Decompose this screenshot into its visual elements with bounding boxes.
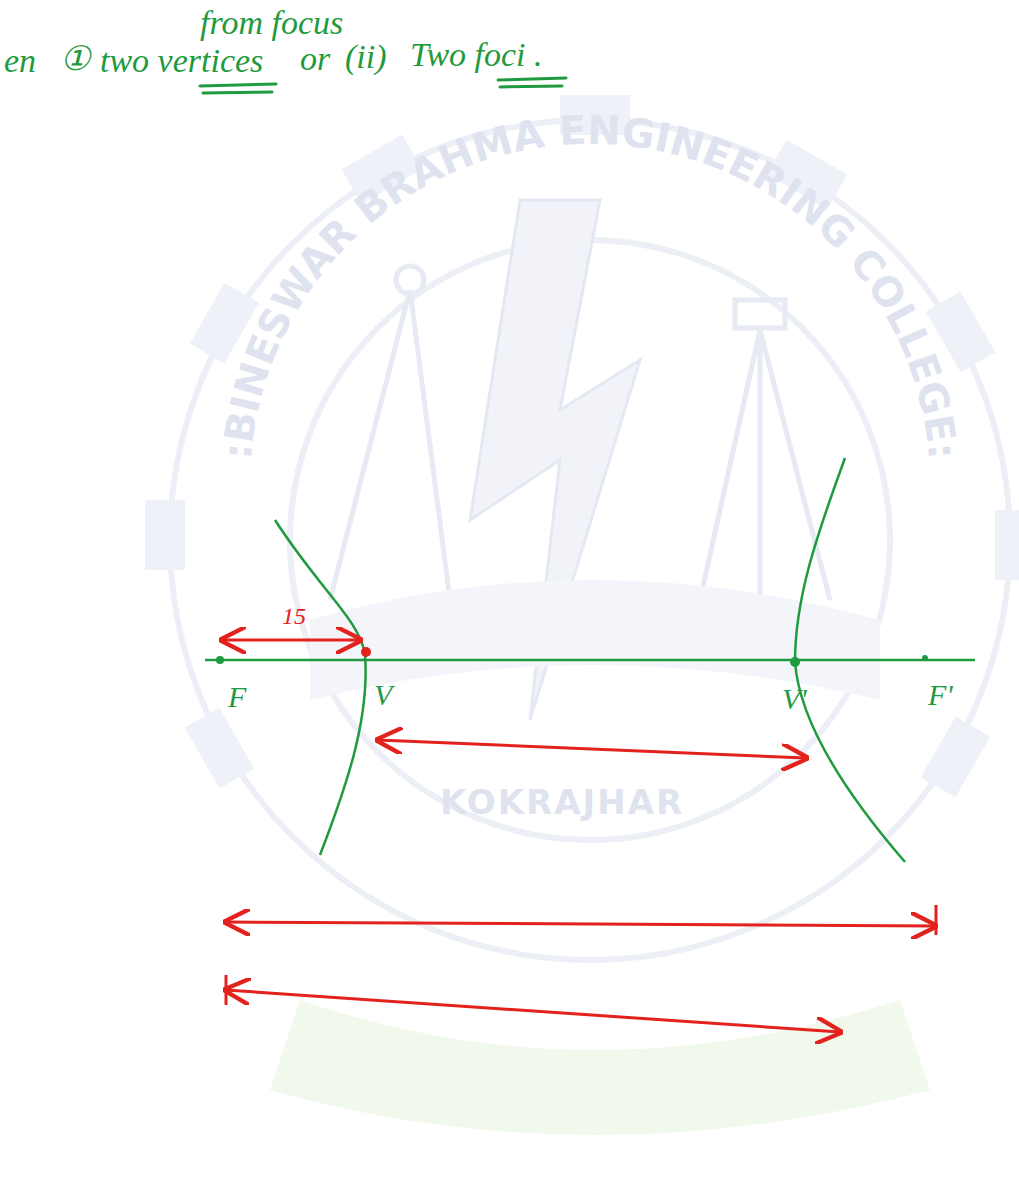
heading-underlines [200,78,566,93]
dimension-arrows [222,640,936,1032]
heading-note: Two foci . [410,38,543,72]
watermark-text: :BINESWAR BRAHMA ENGINEERING COLLEGE: [214,107,966,462]
logo-gear-teeth [145,95,1019,797]
heading-note: two vertices [100,44,263,78]
vertex-mark [361,647,371,657]
hyperbola-right-branch [795,458,905,862]
heading-note: en [4,44,36,78]
point-label: V' [782,684,807,714]
heading-note: or [300,42,330,76]
logo-banner [270,1000,930,1135]
heading-note: from focus [200,6,343,40]
transverse-axis [205,659,975,662]
hyperbola-left-branch [275,520,366,855]
logo-book [310,580,880,700]
point-label: F' [928,680,953,710]
logo-tripod [700,300,830,600]
axis-points [216,655,928,667]
logo-gear [170,120,1010,960]
list-marker: ① [60,42,90,76]
watermark-text: KOKRAJHAR [440,785,684,819]
logo-compass [330,266,450,600]
dimension-value: 15 [282,604,306,628]
point-label: F [228,682,246,712]
list-marker: (ii) [345,40,387,74]
point-label: V [374,680,392,710]
